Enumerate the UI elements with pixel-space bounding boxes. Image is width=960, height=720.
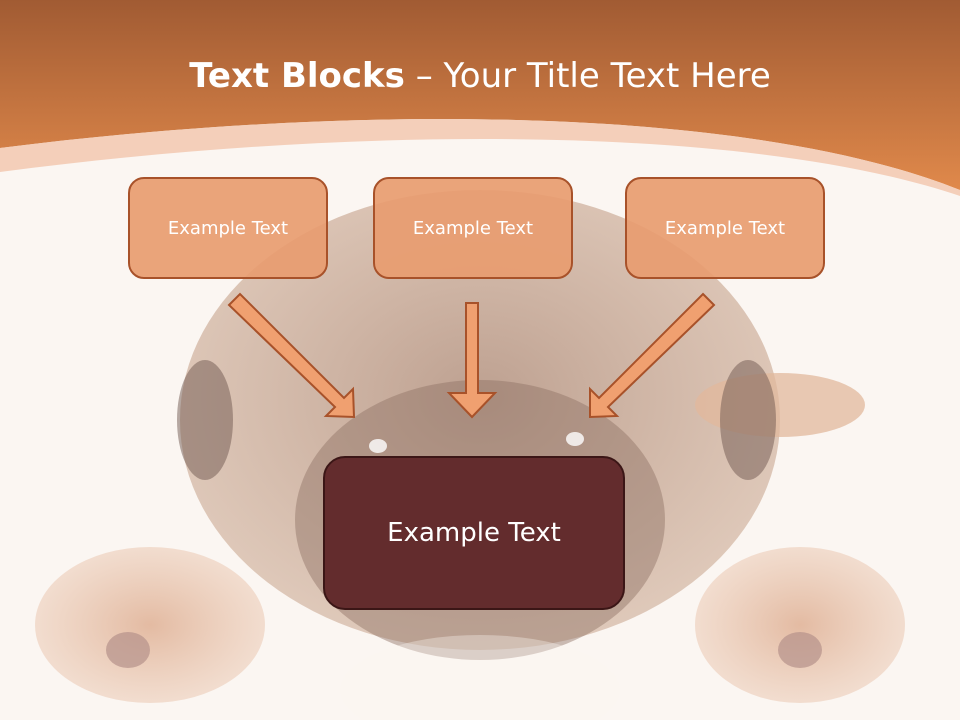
- arrow-right-icon: [589, 292, 716, 419]
- arrow-left-icon: [227, 292, 356, 419]
- arrow-center-icon: [446, 302, 498, 419]
- slide-title: Text Blocks – Your Title Text Here: [0, 54, 960, 98]
- title-bold-text: Text Blocks: [189, 56, 405, 96]
- title-separator: –: [404, 56, 444, 96]
- header-swoosh: [0, 119, 960, 196]
- text-block-left: Example Text: [128, 177, 328, 279]
- text-block-center: Example Text: [373, 177, 573, 279]
- title-rest-text: Your Title Text Here: [443, 56, 771, 96]
- text-block-right: Example Text: [625, 177, 825, 279]
- text-block-main: Example Text: [323, 456, 625, 610]
- header-band: [0, 0, 960, 190]
